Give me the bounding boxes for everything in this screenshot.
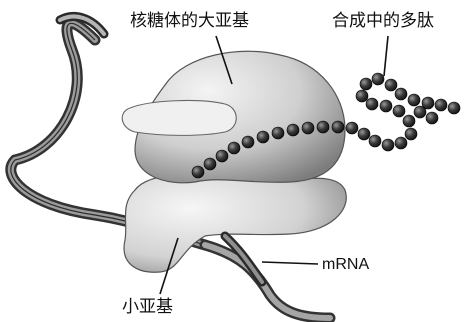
mrna-label: mRNA bbox=[322, 256, 369, 273]
mrna-strand-front bbox=[205, 236, 330, 318]
large-subunit-label: 核糖体的大亚基 bbox=[130, 11, 249, 31]
small-subunit-label: 小亚基 bbox=[122, 297, 173, 317]
large-subunit bbox=[122, 51, 345, 183]
polypeptide-label: 合成中的多肽 bbox=[332, 11, 434, 31]
mrna-leader bbox=[262, 262, 318, 264]
polypeptide-leader bbox=[384, 36, 388, 76]
